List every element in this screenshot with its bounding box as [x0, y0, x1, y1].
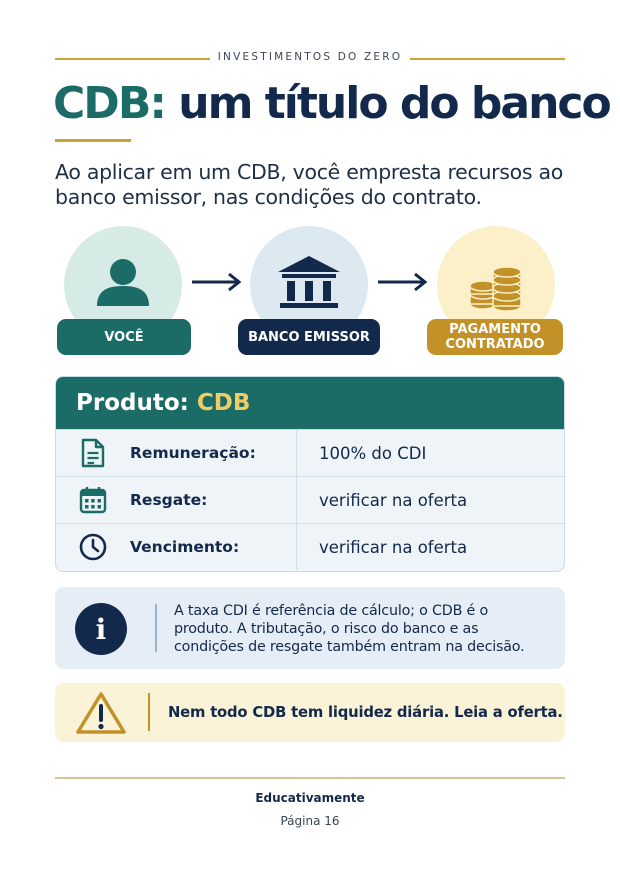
- row-label: Vencimento:: [130, 538, 240, 556]
- product-card: Produto: CDB Remuneração: 100% do CDI: [55, 376, 565, 572]
- table-row: Vencimento: verificar na oferta: [56, 523, 564, 570]
- person-icon: [97, 259, 149, 306]
- document-icon: [81, 438, 105, 468]
- row-label: Remuneração:: [130, 444, 256, 462]
- intro-text: Ao aplicar em um CDB, você empresta recu…: [55, 160, 563, 209]
- row-value: verificar na oferta: [296, 477, 564, 523]
- product-heading: Produto:: [76, 390, 189, 416]
- info-divider: [155, 604, 157, 652]
- product-name: CDB: [196, 390, 251, 416]
- footer-brand: Educativamente: [255, 791, 365, 805]
- title-rest: um título do banco: [164, 78, 611, 129]
- warning-divider: [148, 693, 150, 731]
- warning-text: Nem todo CDB tem liquidez diária. Leia a…: [168, 704, 563, 721]
- title-highlight: CDB:: [53, 78, 167, 129]
- page-number: Página 16: [280, 814, 340, 828]
- row-label: Resgate:: [130, 491, 208, 509]
- info-text: A taxa CDI é referência de cálculo; o CD…: [174, 603, 525, 655]
- page-title: CDB: um título do banco: [53, 78, 612, 131]
- header-kicker: INVESTIMENTOS DO ZERO: [55, 50, 565, 66]
- warning-box: Nem todo CDB tem liquidez diária. Leia a…: [55, 683, 565, 742]
- bank-icon: [278, 256, 340, 308]
- product-card-header: Produto: CDB: [56, 377, 564, 429]
- kicker-rule-right: [410, 58, 565, 60]
- warning-icon: [76, 692, 126, 734]
- calendar-icon: [79, 487, 107, 514]
- info-box: i A taxa CDI é referência de cálculo; o …: [55, 587, 565, 669]
- flow-diagram: VOCÊ BANCO EMISSOR PAGAMENTO CONTRATADO: [0, 222, 620, 362]
- footer-rule: [55, 777, 565, 779]
- flow-label-banco: BANCO EMISSOR: [238, 319, 380, 355]
- row-value: verificar na oferta: [296, 524, 564, 570]
- title-underline: [55, 139, 131, 142]
- row-value: 100% do CDI: [296, 430, 564, 476]
- flow-label-voce: VOCÊ: [57, 319, 191, 355]
- arrow-right-icon: [378, 272, 428, 292]
- clock-icon: [79, 533, 107, 561]
- table-row: Remuneração: 100% do CDI: [56, 429, 564, 476]
- kicker-text: INVESTIMENTOS DO ZERO: [217, 51, 403, 63]
- kicker-rule-left: [55, 58, 210, 60]
- coins-icon: [469, 266, 522, 312]
- info-icon: i: [75, 603, 127, 655]
- arrow-right-icon: [192, 272, 242, 292]
- flow-label-pagamento: PAGAMENTO CONTRATADO: [427, 319, 563, 355]
- table-row: Resgate: verificar na oferta: [56, 476, 564, 523]
